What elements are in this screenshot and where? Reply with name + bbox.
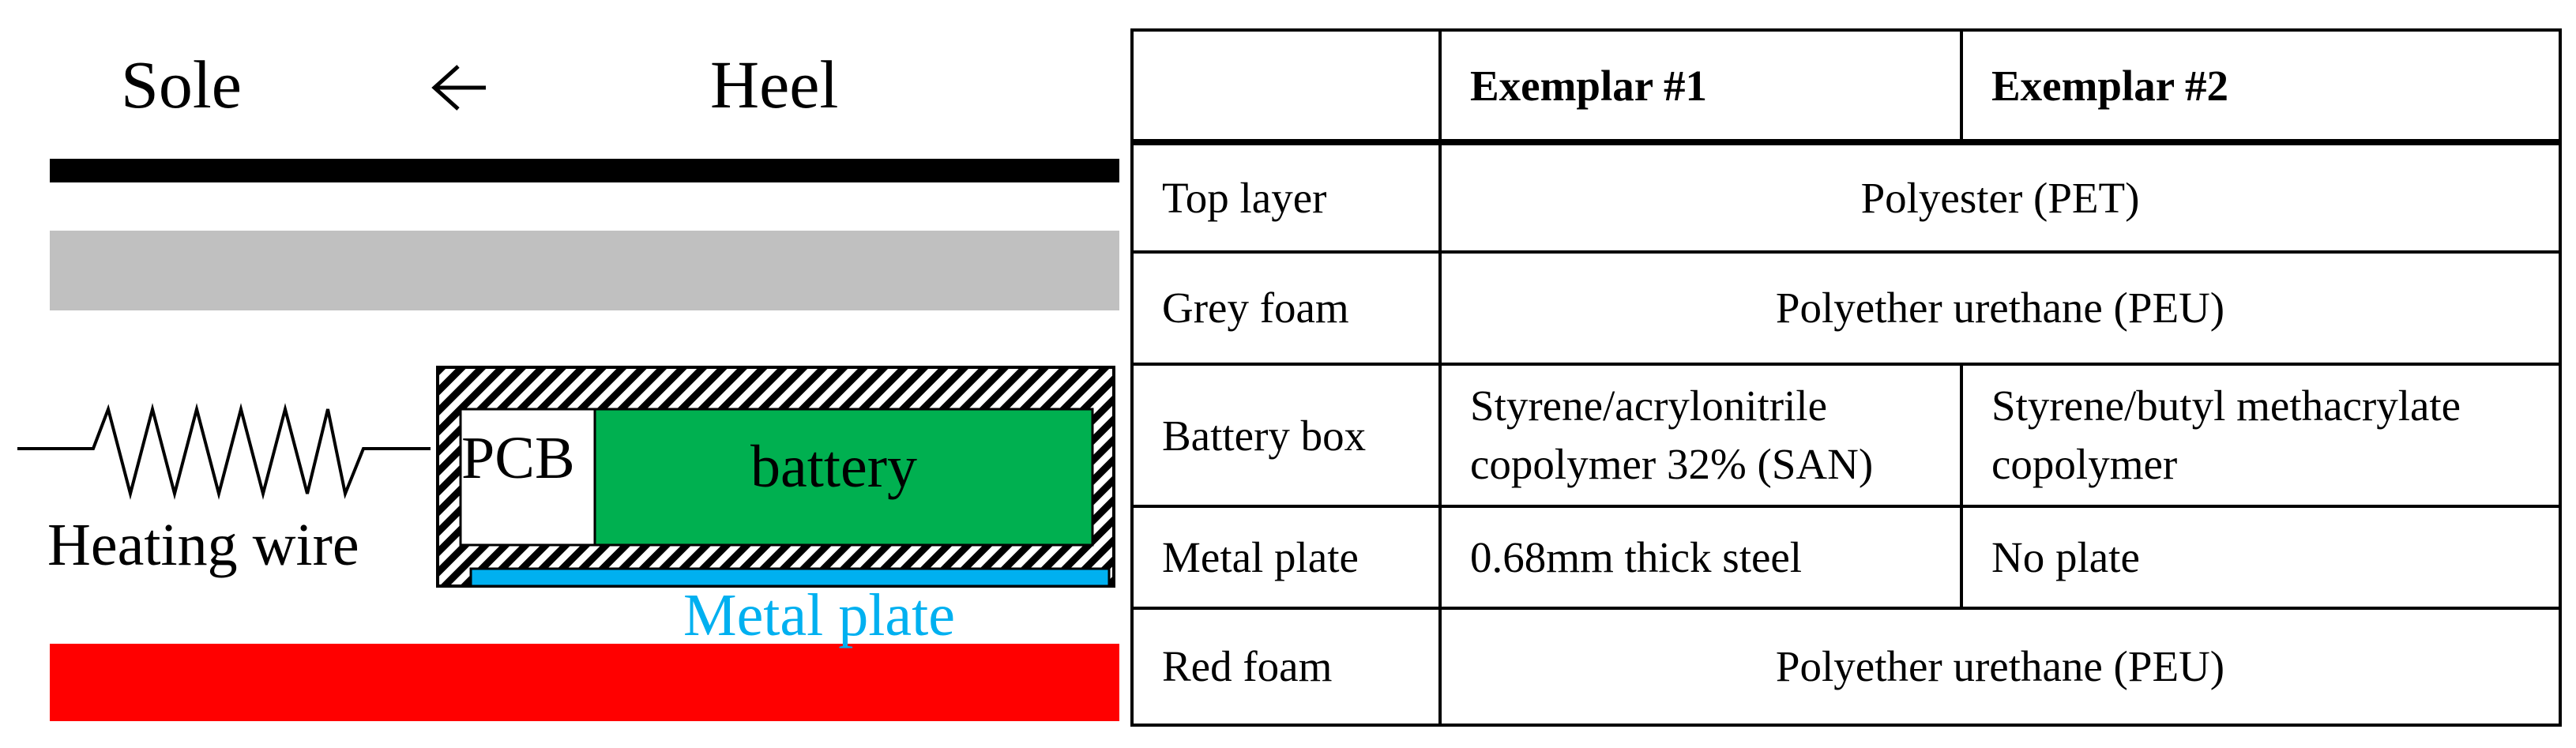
table-row: Battery box Styrene/acrylonitrile copoly… <box>1130 362 2562 509</box>
sole-label: Sole <box>121 47 242 122</box>
red-foam-bar <box>50 644 1119 721</box>
table-row: Metal plate 0.68mm thick steel No plate <box>1130 505 2562 610</box>
pcb-label: PCB <box>461 425 575 491</box>
metal-plate-label: Metal plate <box>683 582 955 648</box>
grey-foam-bar <box>50 231 1119 310</box>
header-blank <box>1130 28 1442 146</box>
row-label: Metal plate <box>1130 505 1442 610</box>
table-row: Grey foam Polyether urethane (PEU) <box>1130 250 2562 366</box>
top-layer-bar <box>50 159 1119 182</box>
table-row: Top layer Polyester (PET) <box>1130 141 2562 254</box>
row-label: Red foam <box>1130 606 1442 727</box>
diagram-graphics <box>17 65 1119 721</box>
table-row: Red foam Polyether urethane (PEU) <box>1130 606 2562 727</box>
exemplar-1-cell: 0.68mm thick steel <box>1438 505 1963 610</box>
exemplar-2-cell: Styrene/butyl methacrylate copolymer <box>1960 362 2562 509</box>
materials-table: Exemplar #1 Exemplar #2 Top layer Polyes… <box>1130 28 2562 727</box>
battery-cell <box>593 408 1094 547</box>
row-label: Battery box <box>1130 362 1442 509</box>
header-exemplar-2: Exemplar #2 <box>1960 28 2562 146</box>
shared-cell: Polyester (PET) <box>1438 141 2562 254</box>
materials-table-container: Exemplar #1 Exemplar #2 Top layer Polyes… <box>1130 28 2562 727</box>
header-exemplar-1: Exemplar #1 <box>1438 28 1963 146</box>
row-label: Top layer <box>1130 141 1442 254</box>
exemplar-2-cell: No plate <box>1960 505 2562 610</box>
heating-wire-zigzag <box>17 403 431 500</box>
shared-cell: Polyether urethane (PEU) <box>1438 606 2562 727</box>
heel-label: Heel <box>710 47 839 122</box>
exemplar-1-cell: Styrene/acrylonitrile copolymer 32% (SAN… <box>1438 362 1963 509</box>
table-header-row: Exemplar #1 Exemplar #2 <box>1130 28 2562 146</box>
battery-label: battery <box>750 434 918 500</box>
shoe-layer-diagram: Sole Heel PCB battery Heating wire Metal… <box>0 0 1122 748</box>
heating-wire-label: Heating wire <box>47 512 359 578</box>
battery-box <box>436 366 1115 588</box>
row-label: Grey foam <box>1130 250 1442 366</box>
pcb-compartment <box>459 408 596 547</box>
metal-plate <box>469 567 1111 588</box>
shared-cell: Polyether urethane (PEU) <box>1438 250 2562 366</box>
direction-arrow-icon <box>431 65 486 111</box>
